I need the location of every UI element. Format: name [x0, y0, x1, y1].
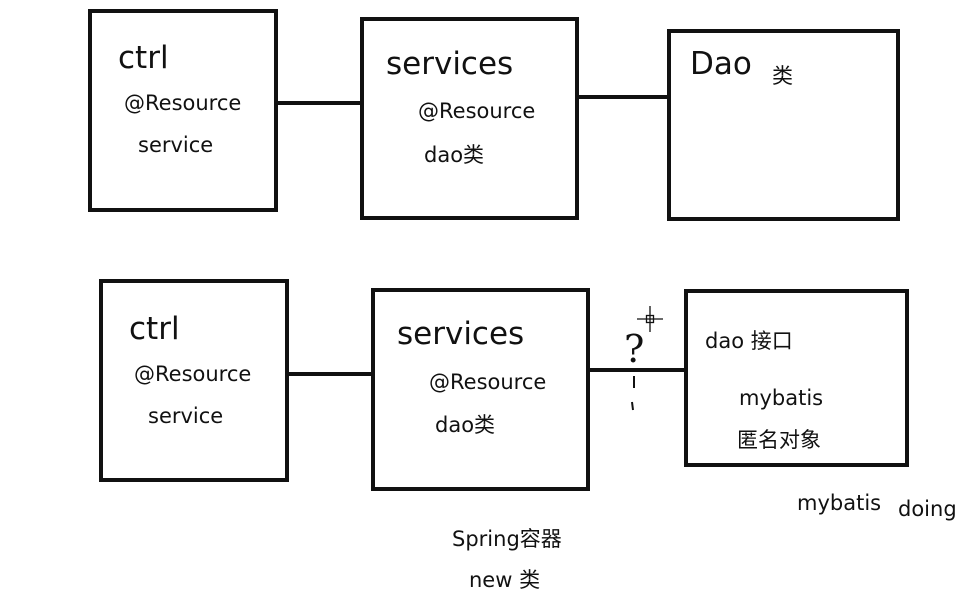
top-ctrl-services-connector	[276, 101, 363, 105]
bottom-services-dao: dao类	[435, 413, 496, 437]
bottom-dao-interface: dao 接口	[705, 329, 793, 353]
top-ctrl-resource: @Resource	[124, 91, 242, 115]
bottom-services-dao-connector	[588, 368, 687, 372]
note-doing: doing	[898, 497, 957, 521]
question-dashes	[631, 376, 635, 411]
top-services-dao-connector	[577, 95, 672, 99]
bottom-ctrl-title: ctrl	[129, 311, 180, 347]
bottom-ctrl-services-connector	[287, 372, 374, 376]
bottom-ctrl-resource: @Resource	[134, 362, 252, 386]
top-services-title: services	[386, 46, 514, 82]
top-services-box: services @Resource dao类	[360, 17, 579, 220]
bottom-services-resource: @Resource	[429, 370, 547, 394]
bottom-services-box: services @Resource dao类	[371, 288, 590, 491]
note-spring-container: Spring容器	[452, 527, 562, 551]
bottom-dao-mybatis: mybatis	[739, 386, 824, 410]
top-ctrl-service: service	[138, 133, 214, 157]
bottom-dao-box: dao 接口 mybatis 匿名对象	[684, 289, 909, 467]
bottom-ctrl-box: ctrl @Resource service	[99, 279, 289, 482]
top-dao-title: Dao	[690, 46, 752, 82]
bottom-services-title: services	[397, 316, 525, 352]
top-dao-suffix: 类	[772, 64, 793, 88]
note-mybatis: mybatis	[797, 491, 882, 515]
top-ctrl-title: ctrl	[118, 40, 169, 76]
top-services-dao: dao类	[424, 143, 485, 167]
top-ctrl-box: ctrl @Resource service	[88, 9, 278, 212]
top-services-resource: @Resource	[418, 99, 536, 123]
bottom-dao-anonymous-object: 匿名对象	[737, 428, 821, 452]
crosshair-icon	[637, 306, 663, 332]
top-dao-box: Dao 类	[667, 29, 900, 221]
note-new-class: new 类	[469, 568, 541, 592]
bottom-ctrl-service: service	[148, 404, 224, 428]
question-mark: ?	[624, 327, 645, 371]
